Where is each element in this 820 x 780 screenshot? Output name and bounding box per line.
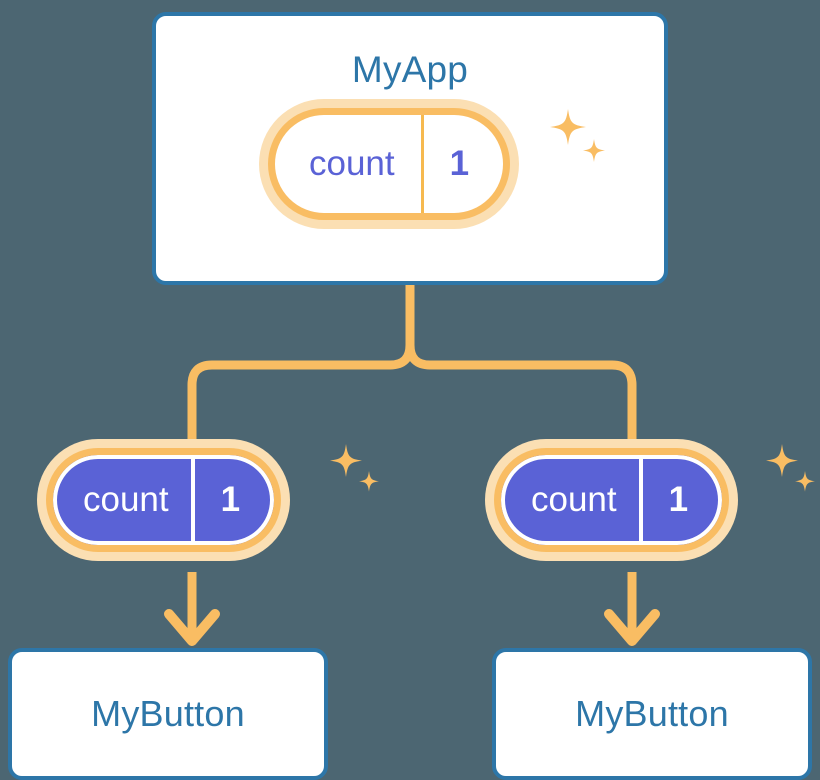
component-card-mybutton-left[interactable]: MyButton [8,648,328,780]
state-value: 1 [420,115,503,213]
state-pill-right-button[interactable]: count 1 [494,448,730,552]
arrow-down-icon-left [164,572,220,646]
state-value: 1 [190,455,274,545]
state-key: count [83,480,169,519]
state-pill-left-button[interactable]: count 1 [46,448,282,552]
state-pill-body: count 1 [268,108,511,220]
connector-branch-left [187,340,415,453]
component-title-mybutton-right: MyButton [575,693,729,734]
component-card-mybutton-right[interactable]: MyButton [492,648,812,780]
component-title-myapp: MyApp [351,49,469,90]
state-pill-myapp[interactable]: count 1 [268,108,511,220]
arrow-down-icon-right [604,572,660,646]
connector-branch-right [405,340,637,453]
component-title-mybutton-left: MyButton [91,693,245,734]
state-key: count [309,144,395,183]
state-pill-body: count 1 [46,448,282,552]
state-pill-body: count 1 [494,448,730,552]
state-key: count [531,480,617,519]
state-value: 1 [638,455,722,545]
